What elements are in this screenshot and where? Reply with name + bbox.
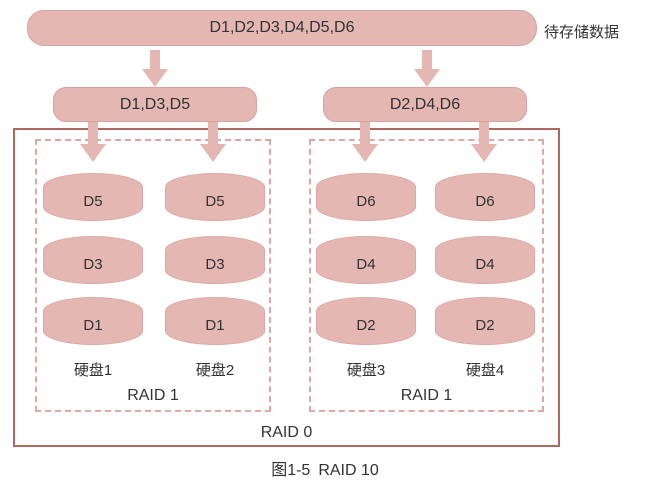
source-data-bar: D1,D2,D3,D4,D5,D6 (27, 10, 537, 46)
source-data-label: D1,D2,D3,D4,D5,D6 (209, 19, 355, 36)
disk-block: D2 (435, 297, 535, 345)
disk-name: 硬盘4 (465, 362, 505, 379)
stripe-label-left: D1,D3,D5 (119, 95, 191, 113)
disk-block: D3 (43, 236, 143, 284)
disk-name: 硬盘1 (73, 362, 113, 379)
disk-block: D1 (43, 297, 143, 345)
figure-caption: 图1-5 RAID 10 (271, 462, 379, 479)
stripe-bar-right: D2,D4,D6 (323, 87, 527, 122)
down-arrow-icon (414, 50, 440, 87)
down-arrow-icon (471, 122, 497, 162)
disk-name: 硬盘3 (346, 362, 386, 379)
raid1-box-left (35, 139, 271, 412)
down-arrow-icon (142, 50, 168, 87)
disk-block: D2 (316, 297, 416, 345)
disk-name: 硬盘2 (195, 362, 235, 379)
down-arrow-icon (200, 122, 226, 162)
disk-block: D4 (316, 236, 416, 284)
disk-block: D3 (165, 236, 265, 284)
source-data-caption: 待存储数据 (544, 24, 620, 41)
disk-block: D5 (43, 173, 143, 221)
raid1-box-right (309, 139, 544, 412)
raid0-box (13, 128, 560, 447)
disk-block: D5 (165, 173, 265, 221)
raid1-label-left: RAID 1 (127, 387, 179, 404)
disk-block: D6 (316, 173, 416, 221)
raid1-label-right: RAID 1 (400, 387, 453, 404)
stripe-bar-left: D1,D3,D5 (53, 87, 257, 122)
down-arrow-icon (352, 122, 378, 162)
disk-block: D4 (435, 236, 535, 284)
down-arrow-icon (80, 122, 106, 162)
stripe-label-right: D2,D4,D6 (389, 95, 461, 113)
disk-block: D1 (165, 297, 265, 345)
raid0-label: RAID 0 (260, 424, 313, 441)
disk-block: D6 (435, 173, 535, 221)
